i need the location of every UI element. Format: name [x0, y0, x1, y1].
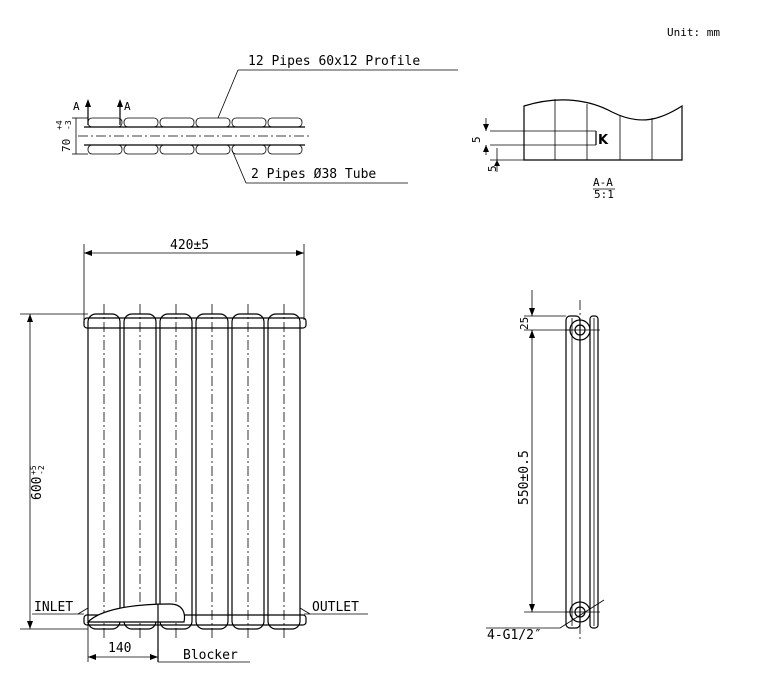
- height-tol-lower: -2: [37, 465, 46, 475]
- section-view: K 5 5 A-A 5:1: [470, 99, 683, 201]
- section-scale: 5:1: [594, 188, 614, 201]
- tube-label: 2 Pipes Ø38 Tube: [251, 167, 376, 182]
- top-view: 12 Pipes 60x12 Profile 2 Pipes Ø38 Tube: [55, 54, 458, 184]
- thread-label: 4-G1/2″: [487, 628, 542, 643]
- blocker-label: Blocker: [183, 648, 238, 663]
- section-marker-left: A: [73, 100, 80, 113]
- tube-5: [231, 304, 265, 640]
- thickness-tol-upper: +4: [55, 120, 64, 130]
- height-dim: 600: [30, 477, 45, 500]
- section-title: A-A: [593, 176, 613, 189]
- offset-dim: 140: [108, 641, 131, 656]
- height-tol-upper: +5: [29, 465, 38, 475]
- outlet-label: OUTLET: [312, 600, 359, 615]
- section-dim-upper: 5: [470, 136, 483, 143]
- front-view: 420±5: [20, 238, 368, 663]
- inlet-label: INLET: [34, 600, 73, 615]
- tube-4: [195, 304, 229, 640]
- weld-mark: K: [598, 133, 609, 148]
- tube-3: [159, 304, 193, 640]
- thickness-dim: 70: [60, 139, 73, 152]
- center-dim: 550±0.5: [517, 450, 532, 505]
- top-offset-dim: 25: [518, 317, 531, 330]
- side-view: 25 550±0.5 4-G1/2″: [486, 290, 605, 643]
- section-dim-lower: 5: [486, 165, 499, 172]
- section-marker-right: A: [124, 100, 131, 113]
- thickness-tol-lower: -3: [64, 120, 73, 130]
- unit-note: Unit: mm: [667, 26, 720, 39]
- profile-label: 12 Pipes 60x12 Profile: [248, 54, 420, 69]
- tube-6: [267, 304, 301, 640]
- width-dim: 420±5: [170, 238, 209, 253]
- profile-row-bottom: [87, 144, 303, 155]
- tube-1: [87, 304, 121, 640]
- tube-2: [123, 304, 157, 640]
